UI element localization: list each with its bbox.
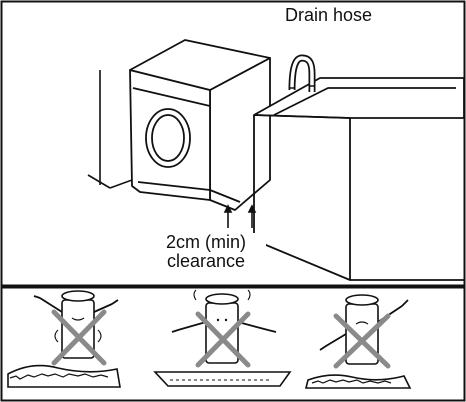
drain-hose-label: Drain hose	[283, 5, 375, 25]
washing-machine-icon	[129, 39, 271, 211]
wall-corner	[87, 70, 133, 189]
clearance-line-2: clearance	[166, 250, 246, 271]
drain-hose-icon	[288, 54, 316, 92]
clearance-line-1: 2cm (min)	[166, 232, 246, 252]
clearance-label: 2cm (min) clearance	[146, 233, 266, 271]
cross-icon	[333, 313, 391, 369]
cross-icon	[51, 309, 107, 366]
cross-icon	[195, 311, 251, 368]
laundry-tub-icon	[253, 77, 465, 281]
